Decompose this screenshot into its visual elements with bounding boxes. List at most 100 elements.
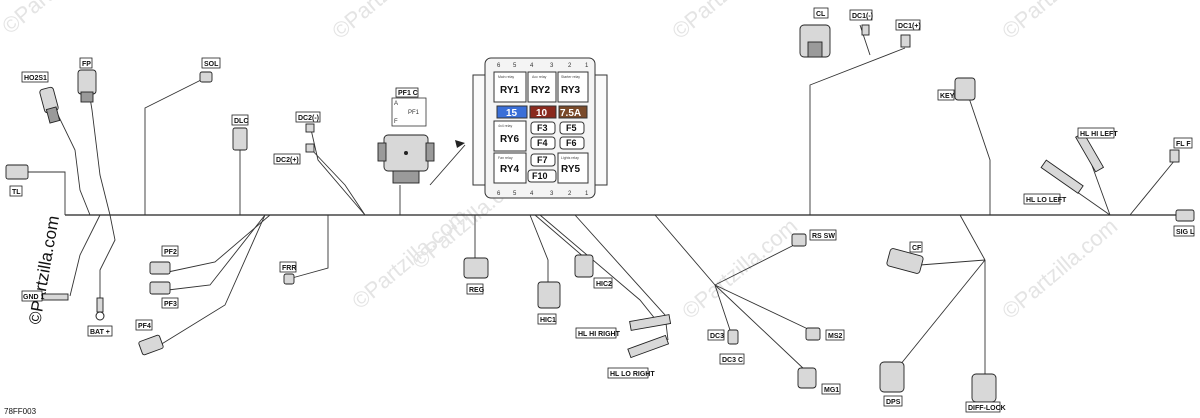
pin-number: 3: [550, 191, 554, 197]
pin-number: 5: [513, 63, 517, 69]
rs-sw-connector: [791, 233, 807, 247]
tl-connector: [5, 164, 29, 180]
mg1-connector: [797, 367, 817, 389]
label-pf3: PF3: [164, 301, 177, 308]
sig-l-connector: [1175, 209, 1195, 222]
relay-description: Fan relay: [498, 156, 513, 160]
fuse-10: [529, 105, 557, 119]
ms2-connector: [805, 327, 821, 341]
relay-description: Acc relay: [532, 75, 547, 79]
watermark: ©Partzilla.com: [327, 0, 452, 44]
gnd-terminal: [41, 293, 69, 301]
label-cl: CL: [816, 11, 826, 18]
relay-description: Main relay: [498, 75, 514, 79]
pin-number: 6: [497, 63, 501, 69]
label-dc1-neg: DC1(-): [852, 13, 873, 20]
fuse-f6: F6: [566, 138, 577, 148]
label-pf4: PF4: [138, 323, 151, 330]
relay-ry5: RY5: [561, 164, 581, 175]
label-frr: FRR: [282, 265, 296, 272]
component-labels: HO2S1 FP SOL TL DLC DC2(-) DC2(+) PF2 PF…: [9, 7, 1195, 413]
label-dc2-neg: DC2(-): [298, 115, 319, 122]
label-rs-sw: RS SW: [812, 233, 835, 240]
hl-left-connectors: [1040, 132, 1105, 194]
pin-number: 4: [530, 63, 534, 69]
watermark: ©Partzilla.com: [997, 213, 1122, 324]
label-hl-lo-right: HL LO RIGHT: [610, 371, 655, 378]
svg-text:10: 10: [536, 108, 548, 119]
pin-number: 1: [585, 191, 589, 197]
label-hl-lo-left: HL LO LEFT: [1026, 197, 1067, 204]
fuse-f10: F10: [532, 171, 548, 181]
fuse-f4: F4: [537, 138, 548, 148]
frr-connector: [283, 273, 295, 285]
label-dc3-c: DC3 C: [722, 357, 743, 364]
label-pf2: PF2: [164, 249, 177, 256]
label-bat: BAT +: [90, 329, 110, 336]
dc3-connector: [727, 329, 739, 345]
fuse-f7: F7: [537, 155, 548, 165]
relay-description: Lights relay: [561, 156, 579, 160]
cl-connector: [799, 24, 831, 58]
label-hic2: HIC2: [596, 281, 612, 288]
bat-terminal: [95, 297, 105, 321]
pin-number: 1: [585, 63, 589, 69]
fl-f-connector: [1169, 149, 1180, 163]
label-fp: FP: [82, 61, 91, 68]
label-ms2: MS2: [828, 333, 843, 340]
pf2-pf3-connectors: [149, 261, 171, 295]
fuse-7-5a: [558, 105, 588, 119]
label-hl-hi-right: HL HI RIGHT: [578, 331, 621, 338]
pf1-connector: PF1 C A PF1 F: [377, 87, 465, 184]
label-reg: REG: [469, 287, 485, 294]
pf1-side-label: F: [394, 119, 398, 125]
label-sol: SOL: [204, 61, 219, 68]
relay-ry4: RY4: [500, 164, 520, 175]
figure-code: 78FF003: [4, 407, 37, 416]
label-dlc: DLC: [234, 118, 248, 125]
pf1-side-label: A: [394, 101, 398, 107]
dlc-connector: [232, 127, 248, 151]
dps-connector: [879, 361, 905, 393]
pin-number: 6: [497, 191, 501, 197]
label-hl-hi-left: HL HI LEFT: [1080, 131, 1118, 138]
reg-connector: [463, 257, 489, 279]
label-fl-f: FL F: [1176, 141, 1191, 148]
label-dps: DPS: [886, 399, 901, 406]
pf4-connector: [138, 334, 164, 356]
sol-connector: [199, 71, 213, 83]
pin-number: 5: [513, 191, 517, 197]
pin-number: 3: [550, 63, 554, 69]
fuse-15: [496, 105, 528, 119]
relay-ry6: RY6: [500, 134, 520, 145]
svg-text:7.5A: 7.5A: [560, 108, 581, 119]
hic-connectors: [537, 254, 594, 309]
svg-text:15: 15: [506, 108, 518, 119]
pf1-side-label: PF1: [408, 110, 420, 116]
fuse-f3: F3: [537, 123, 548, 133]
label-key: KEY: [940, 93, 955, 100]
pin-number: 2: [568, 191, 572, 197]
key-connector: [954, 77, 976, 101]
label-diff-lock: DIFF-LOCK: [968, 405, 1006, 412]
fp-connector: [77, 69, 97, 103]
relay-description: Starter relay: [561, 75, 580, 79]
ho2s1-connector: [39, 86, 61, 124]
label-tl: TL: [12, 189, 21, 196]
label-mg1: MG1: [824, 387, 839, 394]
side-watermark: ©Partzilla.com: [25, 214, 63, 325]
relay-ry1: RY1: [500, 85, 520, 96]
label-gnd: GND 1: [23, 294, 45, 301]
fuse-f5: F5: [566, 123, 577, 133]
hl-right-connectors: [627, 314, 672, 359]
cf-connector: [886, 248, 924, 274]
pin-number: 2: [568, 63, 572, 69]
label-cf: CF: [912, 245, 922, 252]
label-hic1: HIC1: [540, 317, 556, 324]
label-dc1-pos: DC1(+): [898, 23, 921, 30]
relay-ry2: RY2: [531, 85, 551, 96]
watermark: ©Partzilla.com: [677, 213, 802, 324]
label-ho2s1: HO2S1: [24, 75, 47, 82]
relay-description: 4x4 relay: [498, 124, 512, 128]
